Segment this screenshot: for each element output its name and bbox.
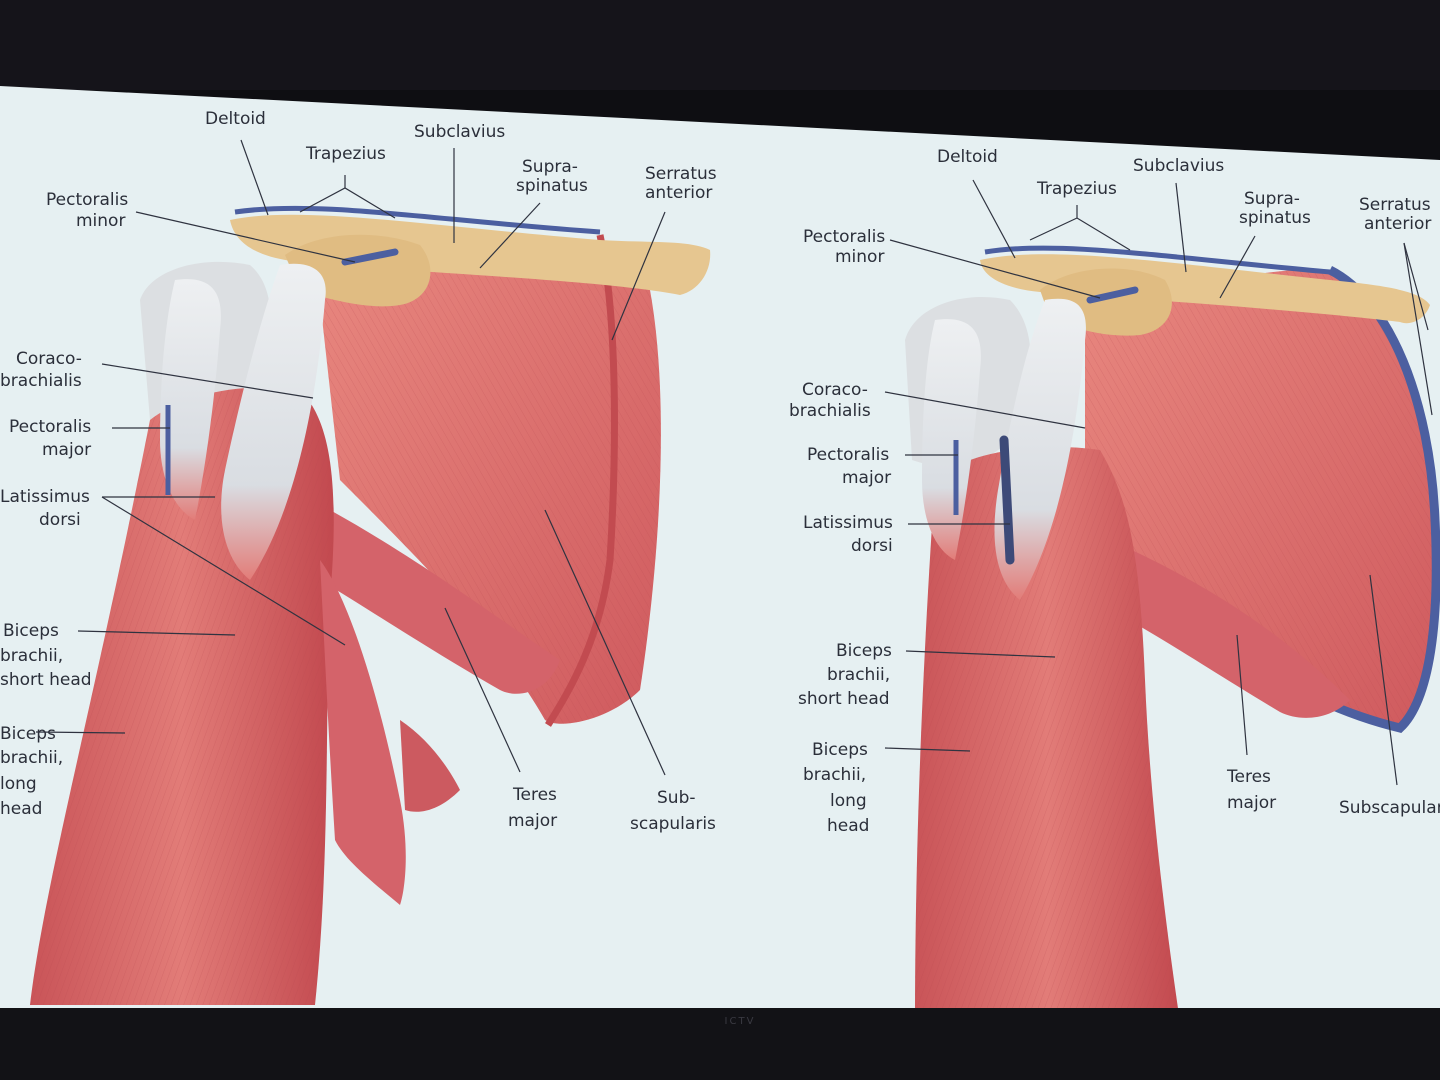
- right-label-biceps-long-3: long: [830, 791, 867, 811]
- right-label-subclavius: Subclavius: [1133, 156, 1224, 176]
- right-label-biceps-short-3: short head: [798, 689, 890, 709]
- left-biceps-tendon: [221, 263, 326, 580]
- left-label-lat-2: dorsi: [39, 510, 81, 530]
- right-label-pec-major-1: Pectoralis: [807, 445, 889, 465]
- right-label-coraco-2: brachialis: [789, 401, 871, 421]
- left-label-supraspinatus-1: Supra-: [522, 157, 578, 177]
- right-label-biceps-long-1: Biceps: [812, 740, 868, 760]
- tv-brand-logo: ICTV: [724, 1016, 756, 1027]
- left-leader-lines: [35, 139, 666, 776]
- right-label-subscapularis: Subscapularis: [1339, 798, 1440, 818]
- right-label-teres-1: Teres: [1226, 767, 1271, 787]
- right-label-trapezius: Trapezius: [1036, 179, 1117, 199]
- left-latissimus-flap: [320, 560, 406, 905]
- left-label-biceps-short-3: short head: [0, 670, 92, 690]
- right-label-pec-minor-2: minor: [835, 247, 884, 267]
- right-label-biceps-short-2: brachii,: [827, 665, 890, 685]
- left-label-teres-1: Teres: [512, 785, 557, 805]
- left-label-lat-1: Latissimus: [0, 487, 90, 507]
- right-label-biceps-short-1: Biceps: [836, 641, 892, 661]
- right-leader-lines: [884, 179, 1433, 786]
- right-label-deltoid: Deltoid: [937, 147, 998, 167]
- right-label-coraco-1: Coraco-: [802, 380, 868, 400]
- right-biceps-tendon: [994, 298, 1086, 600]
- tv-frame-bottom: [0, 1008, 1440, 1080]
- left-label-subclavius: Subclavius: [414, 122, 505, 142]
- left-label-serratus-2: anterior: [645, 183, 712, 203]
- right-label-biceps-long-2: brachii,: [803, 765, 866, 785]
- right-shoulder-illustration: [905, 245, 1440, 1022]
- right-label-pec-major-2: major: [842, 468, 891, 488]
- left-label-subscap-2: scapularis: [630, 814, 716, 834]
- left-clavicle: [230, 214, 711, 295]
- left-label-biceps-short-1: Biceps: [3, 621, 59, 641]
- left-label-pec-major-2: major: [42, 440, 91, 460]
- right-label-lat-2: dorsi: [851, 536, 893, 556]
- left-label-teres-2: major: [508, 811, 557, 831]
- left-label-pec-major-1: Pectoralis: [9, 417, 91, 437]
- right-label-biceps-long-4: head: [827, 816, 869, 836]
- left-label-biceps-long-1: Biceps: [0, 724, 56, 744]
- right-labels: Deltoid Trapezius Subclavius Supra- spin…: [789, 147, 1440, 836]
- left-label-supraspinatus-2: spinatus: [516, 176, 588, 196]
- right-label-serratus-1: Serratus: [1359, 195, 1431, 215]
- right-label-lat-1: Latissimus: [803, 513, 893, 533]
- right-label-supraspinatus-2: spinatus: [1239, 208, 1311, 228]
- right-label-serratus-2: anterior: [1364, 214, 1431, 234]
- right-label-teres-2: major: [1227, 793, 1276, 813]
- right-label-supraspinatus-1: Supra-: [1244, 189, 1300, 209]
- left-label-biceps-long-4: head: [0, 799, 42, 819]
- left-label-serratus-1: Serratus: [645, 164, 717, 184]
- left-label-pec-minor-2: minor: [76, 211, 125, 231]
- right-label-pec-minor-1: Pectoralis: [803, 227, 885, 247]
- left-label-pec-minor-1: Pectoralis: [46, 190, 128, 210]
- left-label-biceps-long-3: long: [0, 774, 37, 794]
- left-label-coraco-2: brachialis: [0, 371, 82, 391]
- left-label-subscap-1: Sub-: [657, 788, 696, 808]
- left-labels: Deltoid Trapezius Subclavius Supra- spin…: [0, 109, 717, 834]
- left-serratus-edge: [545, 234, 618, 727]
- tv-frame-top: [0, 0, 1440, 90]
- left-label-deltoid: Deltoid: [205, 109, 266, 129]
- left-teres-major-muscle: [320, 510, 560, 694]
- left-label-trapezius: Trapezius: [305, 144, 386, 164]
- right-teres-major-muscle: [1110, 540, 1350, 718]
- left-label-biceps-short-2: brachii,: [0, 646, 63, 666]
- left-shoulder-illustration: [30, 205, 711, 1005]
- left-label-coraco-1: Coraco-: [16, 349, 82, 369]
- right-scapula-border: [1318, 265, 1440, 733]
- left-label-biceps-long-2: brachii,: [0, 748, 63, 768]
